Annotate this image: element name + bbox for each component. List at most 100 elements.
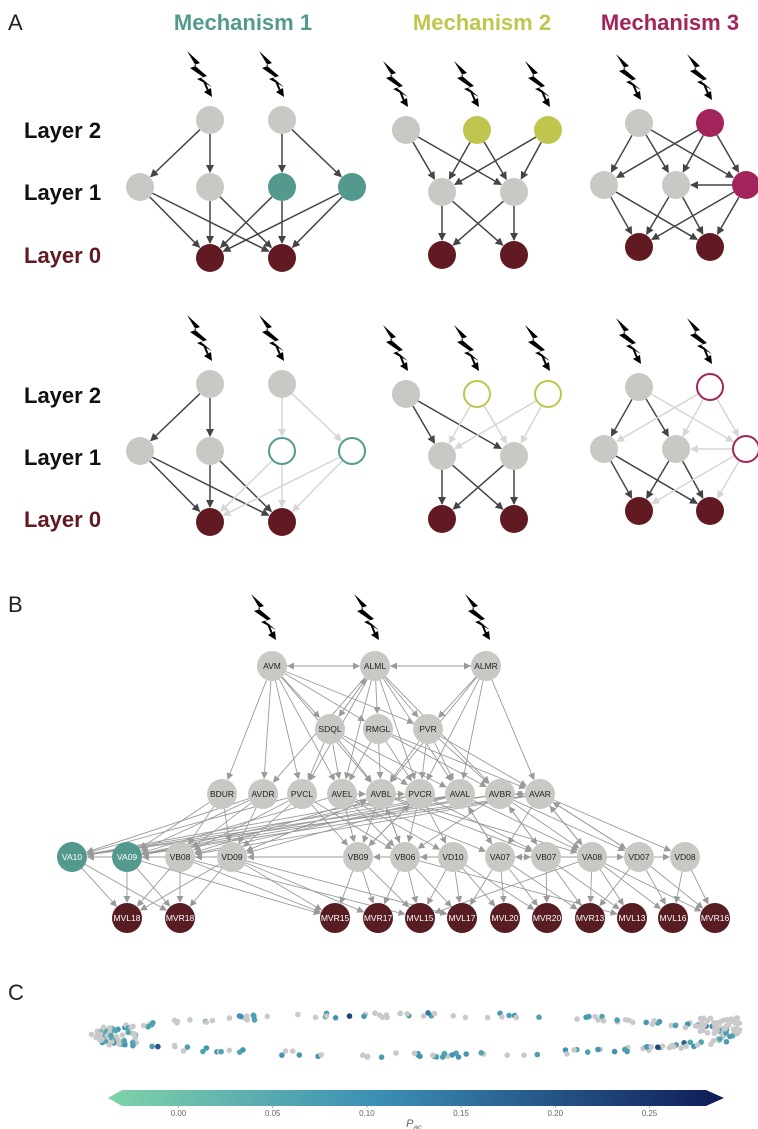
edge-arrow — [716, 398, 740, 437]
mechanism-diagram — [590, 54, 758, 261]
network-edge — [354, 801, 440, 850]
edge-arrow — [682, 134, 704, 173]
sensory-node — [392, 380, 420, 408]
network-edge — [508, 868, 538, 907]
network-node-label: MVL20 — [492, 913, 519, 923]
network-node-mvl20: MVL20 — [490, 903, 520, 933]
embedding-point — [346, 1013, 353, 1019]
embedding-point — [121, 1037, 127, 1044]
sensory-node — [268, 370, 296, 398]
embedding-point — [484, 1014, 491, 1021]
network-node-circle — [658, 903, 688, 933]
sensory-node — [625, 109, 653, 137]
network-node-vd10: VD10 — [438, 842, 468, 872]
mechanism-diagram — [383, 61, 562, 269]
network-node-label: AVEL — [331, 789, 352, 799]
embedding-point — [417, 1053, 423, 1060]
network-node-label: MVR20 — [533, 913, 562, 923]
panel-label-b: B — [8, 592, 23, 617]
embedding-point — [478, 1050, 485, 1056]
network-node-circle — [57, 842, 87, 872]
embedding-point — [106, 1042, 113, 1048]
network-edge — [645, 869, 666, 905]
embedding-point — [449, 1052, 456, 1058]
panel-a-diagrams — [126, 51, 758, 536]
embedding-point — [672, 1022, 679, 1029]
network-node-label: PVR — [419, 724, 436, 734]
network-edge — [139, 864, 220, 911]
network-edge — [549, 805, 583, 846]
embedding-point — [128, 1024, 134, 1031]
embedding-point — [648, 1044, 655, 1050]
network-edge — [261, 680, 272, 780]
network-node-sdql: SDQL — [315, 714, 345, 744]
network-node-vd07: VD07 — [624, 842, 654, 872]
network-edge — [84, 863, 167, 911]
embedding-point — [463, 1051, 470, 1057]
panel-label-a: A — [8, 10, 23, 35]
network-node-va07: VA07 — [485, 842, 515, 872]
embedding-point — [731, 1028, 738, 1034]
embedding-point — [172, 1043, 178, 1050]
network-node-avbr: AVBR — [485, 779, 515, 809]
network-edge — [141, 860, 321, 916]
embedding-point — [429, 1052, 436, 1058]
network-node-label: VA07 — [490, 852, 510, 862]
embedding-point — [97, 1031, 104, 1037]
colorbar-title-sub: ac — [413, 1123, 421, 1129]
network-node-circle — [363, 714, 393, 744]
network-edge — [468, 806, 493, 845]
network-edge — [385, 741, 412, 782]
edge-arrow — [682, 398, 704, 437]
embedding-point — [404, 1011, 411, 1017]
muscle-node — [196, 244, 224, 272]
colorbar-tick-label: 0.15 — [453, 1109, 469, 1118]
network-node-vb09: VB09 — [343, 842, 373, 872]
embedding-point — [187, 1017, 193, 1023]
embedding-point — [203, 1019, 210, 1025]
embedding-point — [729, 1032, 736, 1039]
embedding-point — [712, 1023, 718, 1029]
network-node-label: MVR13 — [576, 913, 605, 923]
edge-arrow — [448, 405, 471, 444]
network-node-mvl17: MVL17 — [447, 903, 477, 933]
edge-arrow — [610, 196, 633, 235]
network-edge — [553, 799, 672, 852]
embedding-point — [583, 1014, 589, 1021]
network-edge — [284, 673, 366, 722]
embedding-point — [659, 1043, 666, 1049]
network-node-circle — [670, 842, 700, 872]
sensory-node — [392, 116, 420, 144]
network-node-label: MVL17 — [449, 913, 476, 923]
embedding-point — [534, 1051, 541, 1058]
muscle-node — [196, 508, 224, 536]
embedding-point — [521, 1052, 527, 1058]
mechanism-diagram — [126, 315, 366, 536]
network-edge — [434, 742, 454, 781]
embedding-point — [250, 1012, 257, 1019]
embedding-point — [174, 1020, 180, 1026]
stimulus-bolt-icon — [383, 61, 408, 107]
network-edge — [408, 871, 419, 904]
embedding-point — [668, 1022, 675, 1029]
network-node-circle — [413, 714, 443, 744]
network-edge — [343, 735, 447, 788]
network-node-label: RMGL — [366, 724, 391, 734]
stimulus-bolt-icon — [465, 594, 490, 640]
network-edge — [499, 871, 507, 904]
network-edge — [603, 865, 662, 909]
embedding-point — [155, 1043, 161, 1050]
network-edge — [194, 796, 526, 857]
edge-arrow — [454, 400, 537, 450]
edge-arrow — [610, 134, 633, 173]
embedding-point — [332, 1015, 339, 1021]
embedding-point — [687, 1039, 694, 1046]
edge-arrow — [412, 405, 436, 444]
colorbar-title-main: P — [406, 1118, 414, 1129]
colorbar-gradient — [108, 1090, 724, 1106]
network-node-mvr16: MVR16 — [700, 903, 730, 933]
network-edge — [508, 806, 538, 846]
colorbar-title: Pac — [406, 1118, 422, 1129]
embedding-point — [318, 1052, 325, 1058]
embedding-point — [100, 1024, 107, 1031]
